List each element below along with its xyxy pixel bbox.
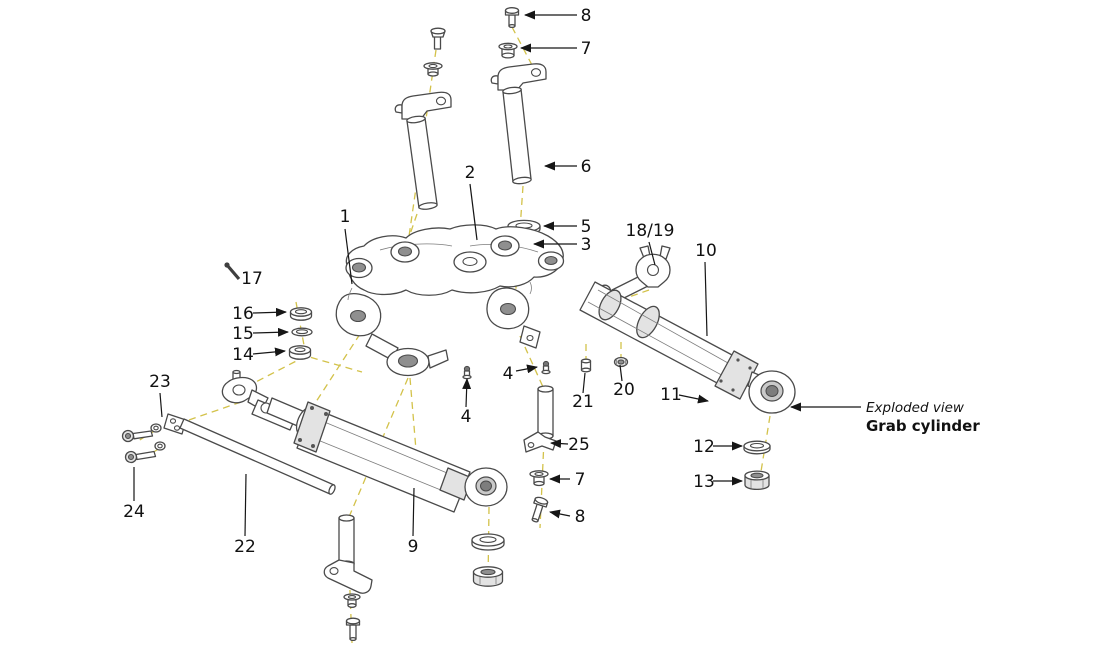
pivot-pin-left [394, 91, 452, 210]
callout-20: 20 [613, 380, 635, 400]
drawing-linework [121, 7, 796, 642]
callout-9: 9 [408, 537, 419, 557]
washer-part-12 [743, 440, 771, 455]
pin-bottom-left [323, 514, 373, 594]
grab-clamp-assembly [335, 224, 565, 377]
pin-part-17 [224, 262, 241, 281]
nut-bottom [472, 566, 504, 587]
callout-5: 5 [581, 217, 592, 237]
callout-15: 15 [232, 324, 254, 344]
cylinder-right-part-10 [579, 245, 796, 414]
callout-16: 16 [232, 304, 254, 324]
callout-23: 23 [149, 372, 171, 392]
rings-part-23 [150, 423, 166, 451]
fitting-part-21 [580, 358, 592, 373]
callout-3: 3 [581, 235, 592, 255]
callout-2: 2 [465, 163, 476, 183]
ring-part-15 [291, 327, 313, 337]
callout-8-lower: 8 [575, 507, 586, 527]
callout-8-top: 8 [581, 6, 592, 26]
pin-part-25 [523, 385, 557, 453]
callout-4-center: 4 [461, 407, 472, 427]
nut-part-13 [744, 470, 770, 491]
callout-1: 1 [340, 207, 351, 227]
callout-25: 25 [568, 435, 590, 455]
callout-6: 6 [581, 157, 592, 177]
callout-12: 12 [693, 437, 715, 457]
pivot-pin-part-6 [490, 63, 547, 185]
nut-part-20 [613, 356, 629, 368]
leader-lines [133, 10, 861, 537]
callout-11: 11 [660, 385, 682, 405]
ring-part-16 [289, 307, 313, 321]
callout-17: 17 [241, 269, 263, 289]
caption: Exploded view Grab cylinder [866, 400, 980, 435]
screw-bottom [345, 617, 361, 642]
cylinder-main-part-9 [251, 397, 508, 513]
tie-rod-part-22 [163, 413, 336, 495]
screw-part-8-lower [531, 496, 549, 523]
callout-7-top: 7 [581, 39, 592, 59]
grease-nipple-right [541, 360, 551, 375]
bushing-bottom [343, 593, 361, 608]
grease-nipple-center [462, 365, 472, 380]
bushing-top-left [423, 62, 443, 77]
assembly-name-label: Grab cylinder [866, 417, 980, 435]
screw-top-left [430, 27, 446, 50]
view-type-label: Exploded view [866, 400, 965, 416]
callout-4-right: 4 [503, 364, 514, 384]
washer-bottom [471, 533, 505, 551]
callout-10: 10 [695, 241, 717, 261]
callout-14: 14 [232, 345, 254, 365]
callout-18-19: 18/19 [626, 221, 675, 241]
callout-21: 21 [572, 392, 594, 412]
callout-13: 13 [693, 472, 715, 492]
screws-part-24 [121, 429, 157, 464]
bushing-part-7-lower [529, 470, 549, 487]
ring-part-14 [288, 345, 312, 360]
callout-7-lower: 7 [575, 470, 586, 490]
callout-24: 24 [123, 502, 145, 522]
callout-labels: 8 7 6 2 5 3 1 18/19 10 17 16 15 14 4 21 … [123, 6, 717, 557]
callout-22: 22 [234, 537, 256, 557]
bushing-part-7-top [498, 42, 518, 59]
screw-part-8-top [504, 7, 520, 29]
